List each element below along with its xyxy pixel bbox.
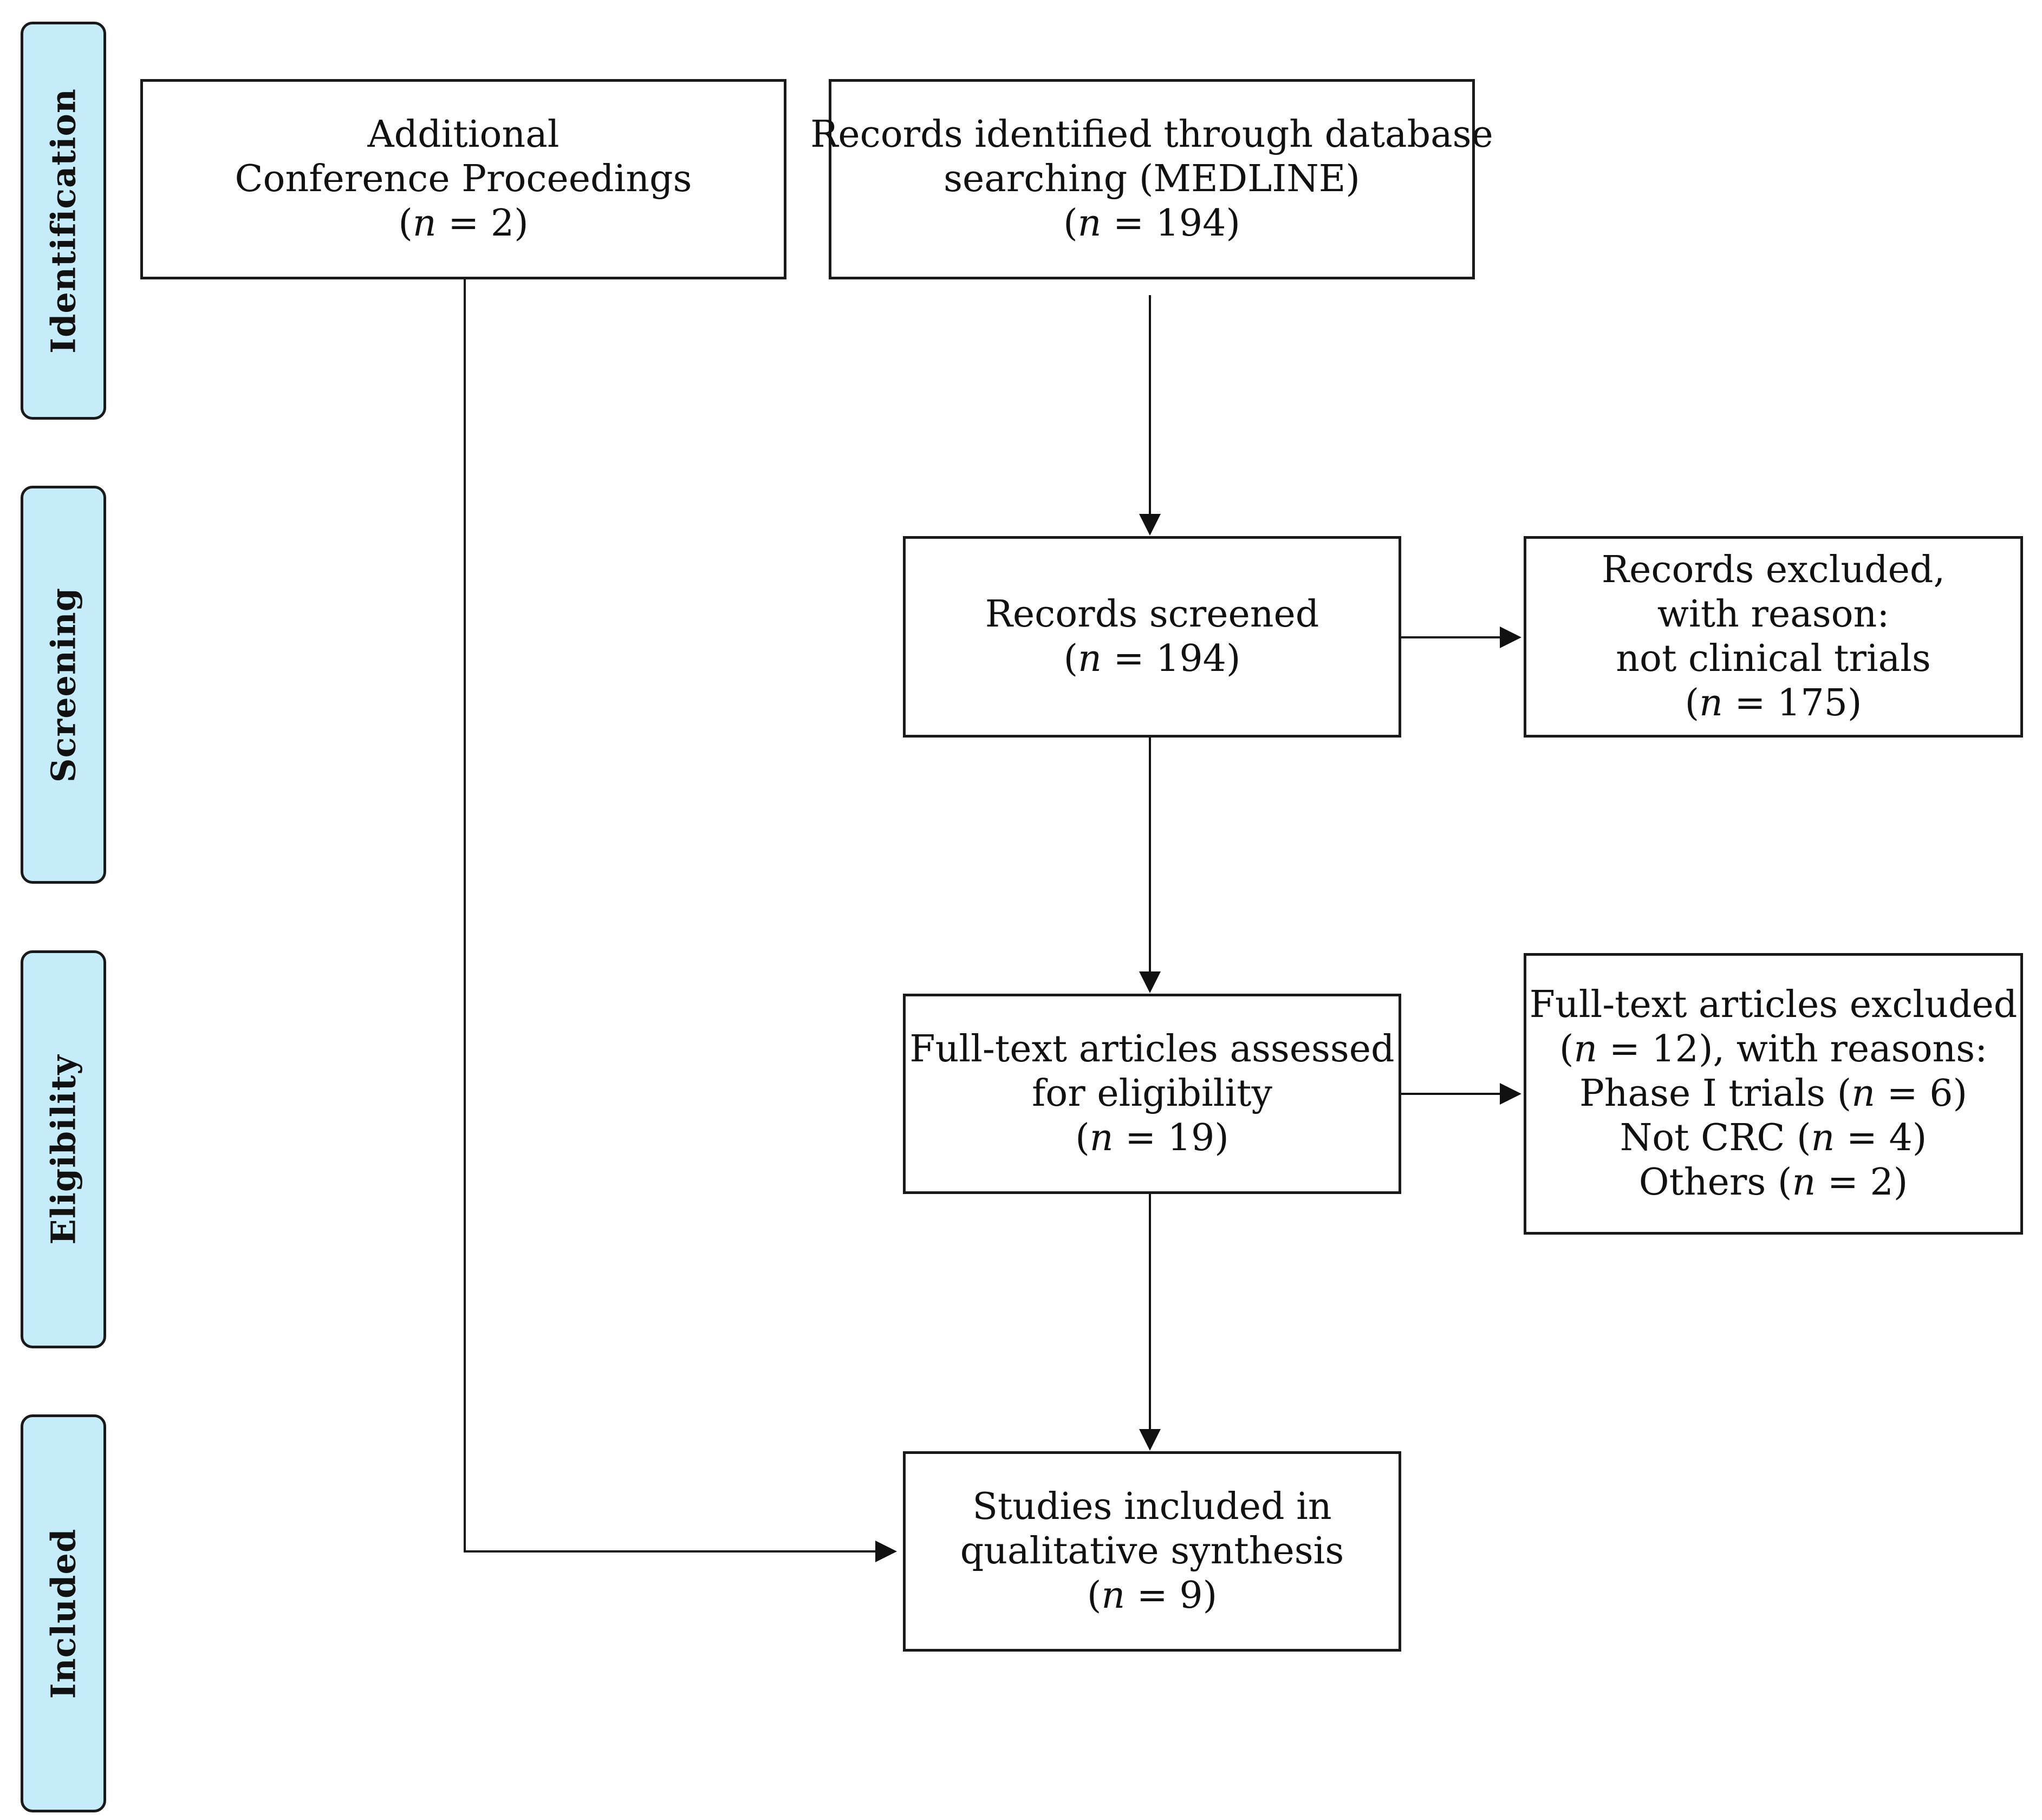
fulltext-line-2: for eligibility bbox=[1032, 1072, 1272, 1115]
screened-line-1: Records screened bbox=[985, 593, 1319, 636]
database-records-box: Records identified through database sear… bbox=[810, 79, 1493, 279]
additional-line-2: Conference Proceedings bbox=[235, 158, 692, 200]
screened-count: (n = 194) bbox=[1063, 637, 1241, 680]
fulltext-assessed-box: Full-text articles assessed for eligibil… bbox=[903, 994, 1401, 1194]
records-excluded-box: Records excluded, with reason: not clini… bbox=[1524, 536, 2023, 738]
database-line-2: searching (MEDLINE) bbox=[944, 158, 1360, 200]
excluded-line-3: not clinical trials bbox=[1616, 637, 1931, 680]
fulltext-count: (n = 19) bbox=[1075, 1117, 1229, 1159]
additional-line-1: Additional bbox=[367, 113, 560, 156]
reason-not-crc: Not CRC (n = 4) bbox=[1620, 1117, 1927, 1159]
database-line-1: Records identified through database bbox=[810, 113, 1493, 156]
stage-tab-screening: Screening bbox=[21, 486, 106, 884]
fulltext-excluded-line-1: Full-text articles excluded bbox=[1529, 983, 2018, 1026]
stage-tab-eligibility: Eligibility bbox=[21, 950, 106, 1348]
fulltext-excluded-line-2: (n = 12), with reasons: bbox=[1559, 1028, 1988, 1071]
fulltext-line-1: Full-text articles assessed bbox=[909, 1028, 1395, 1071]
included-count: (n = 9) bbox=[1087, 1574, 1218, 1617]
database-count: (n = 194) bbox=[1063, 202, 1240, 245]
fulltext-excluded-box: Full-text articles excluded (n = 12), wi… bbox=[1524, 953, 2023, 1235]
stage-tab-identification: Identification bbox=[21, 22, 106, 420]
reason-phase-i: Phase I trials (n = 6) bbox=[1579, 1072, 1968, 1115]
additional-records-box: Additional Conference Proceedings (n = 2… bbox=[140, 79, 786, 279]
additional-count: (n = 2) bbox=[398, 202, 529, 245]
reason-others: Others (n = 2) bbox=[1638, 1161, 1908, 1204]
stage-tab-included: Included bbox=[21, 1414, 106, 1812]
arrow-additional-to-included bbox=[464, 279, 897, 1562]
excluded-line-1: Records excluded, bbox=[1601, 549, 1946, 591]
records-screened-box: Records screened (n = 194) bbox=[903, 536, 1401, 738]
studies-included-box: Studies included in qualitative synthesi… bbox=[903, 1451, 1401, 1652]
excluded-count: (n = 175) bbox=[1685, 682, 1862, 725]
included-line-2: qualitative synthesis bbox=[960, 1530, 1344, 1573]
included-line-1: Studies included in bbox=[972, 1485, 1332, 1528]
excluded-line-2: with reason: bbox=[1657, 593, 1890, 636]
